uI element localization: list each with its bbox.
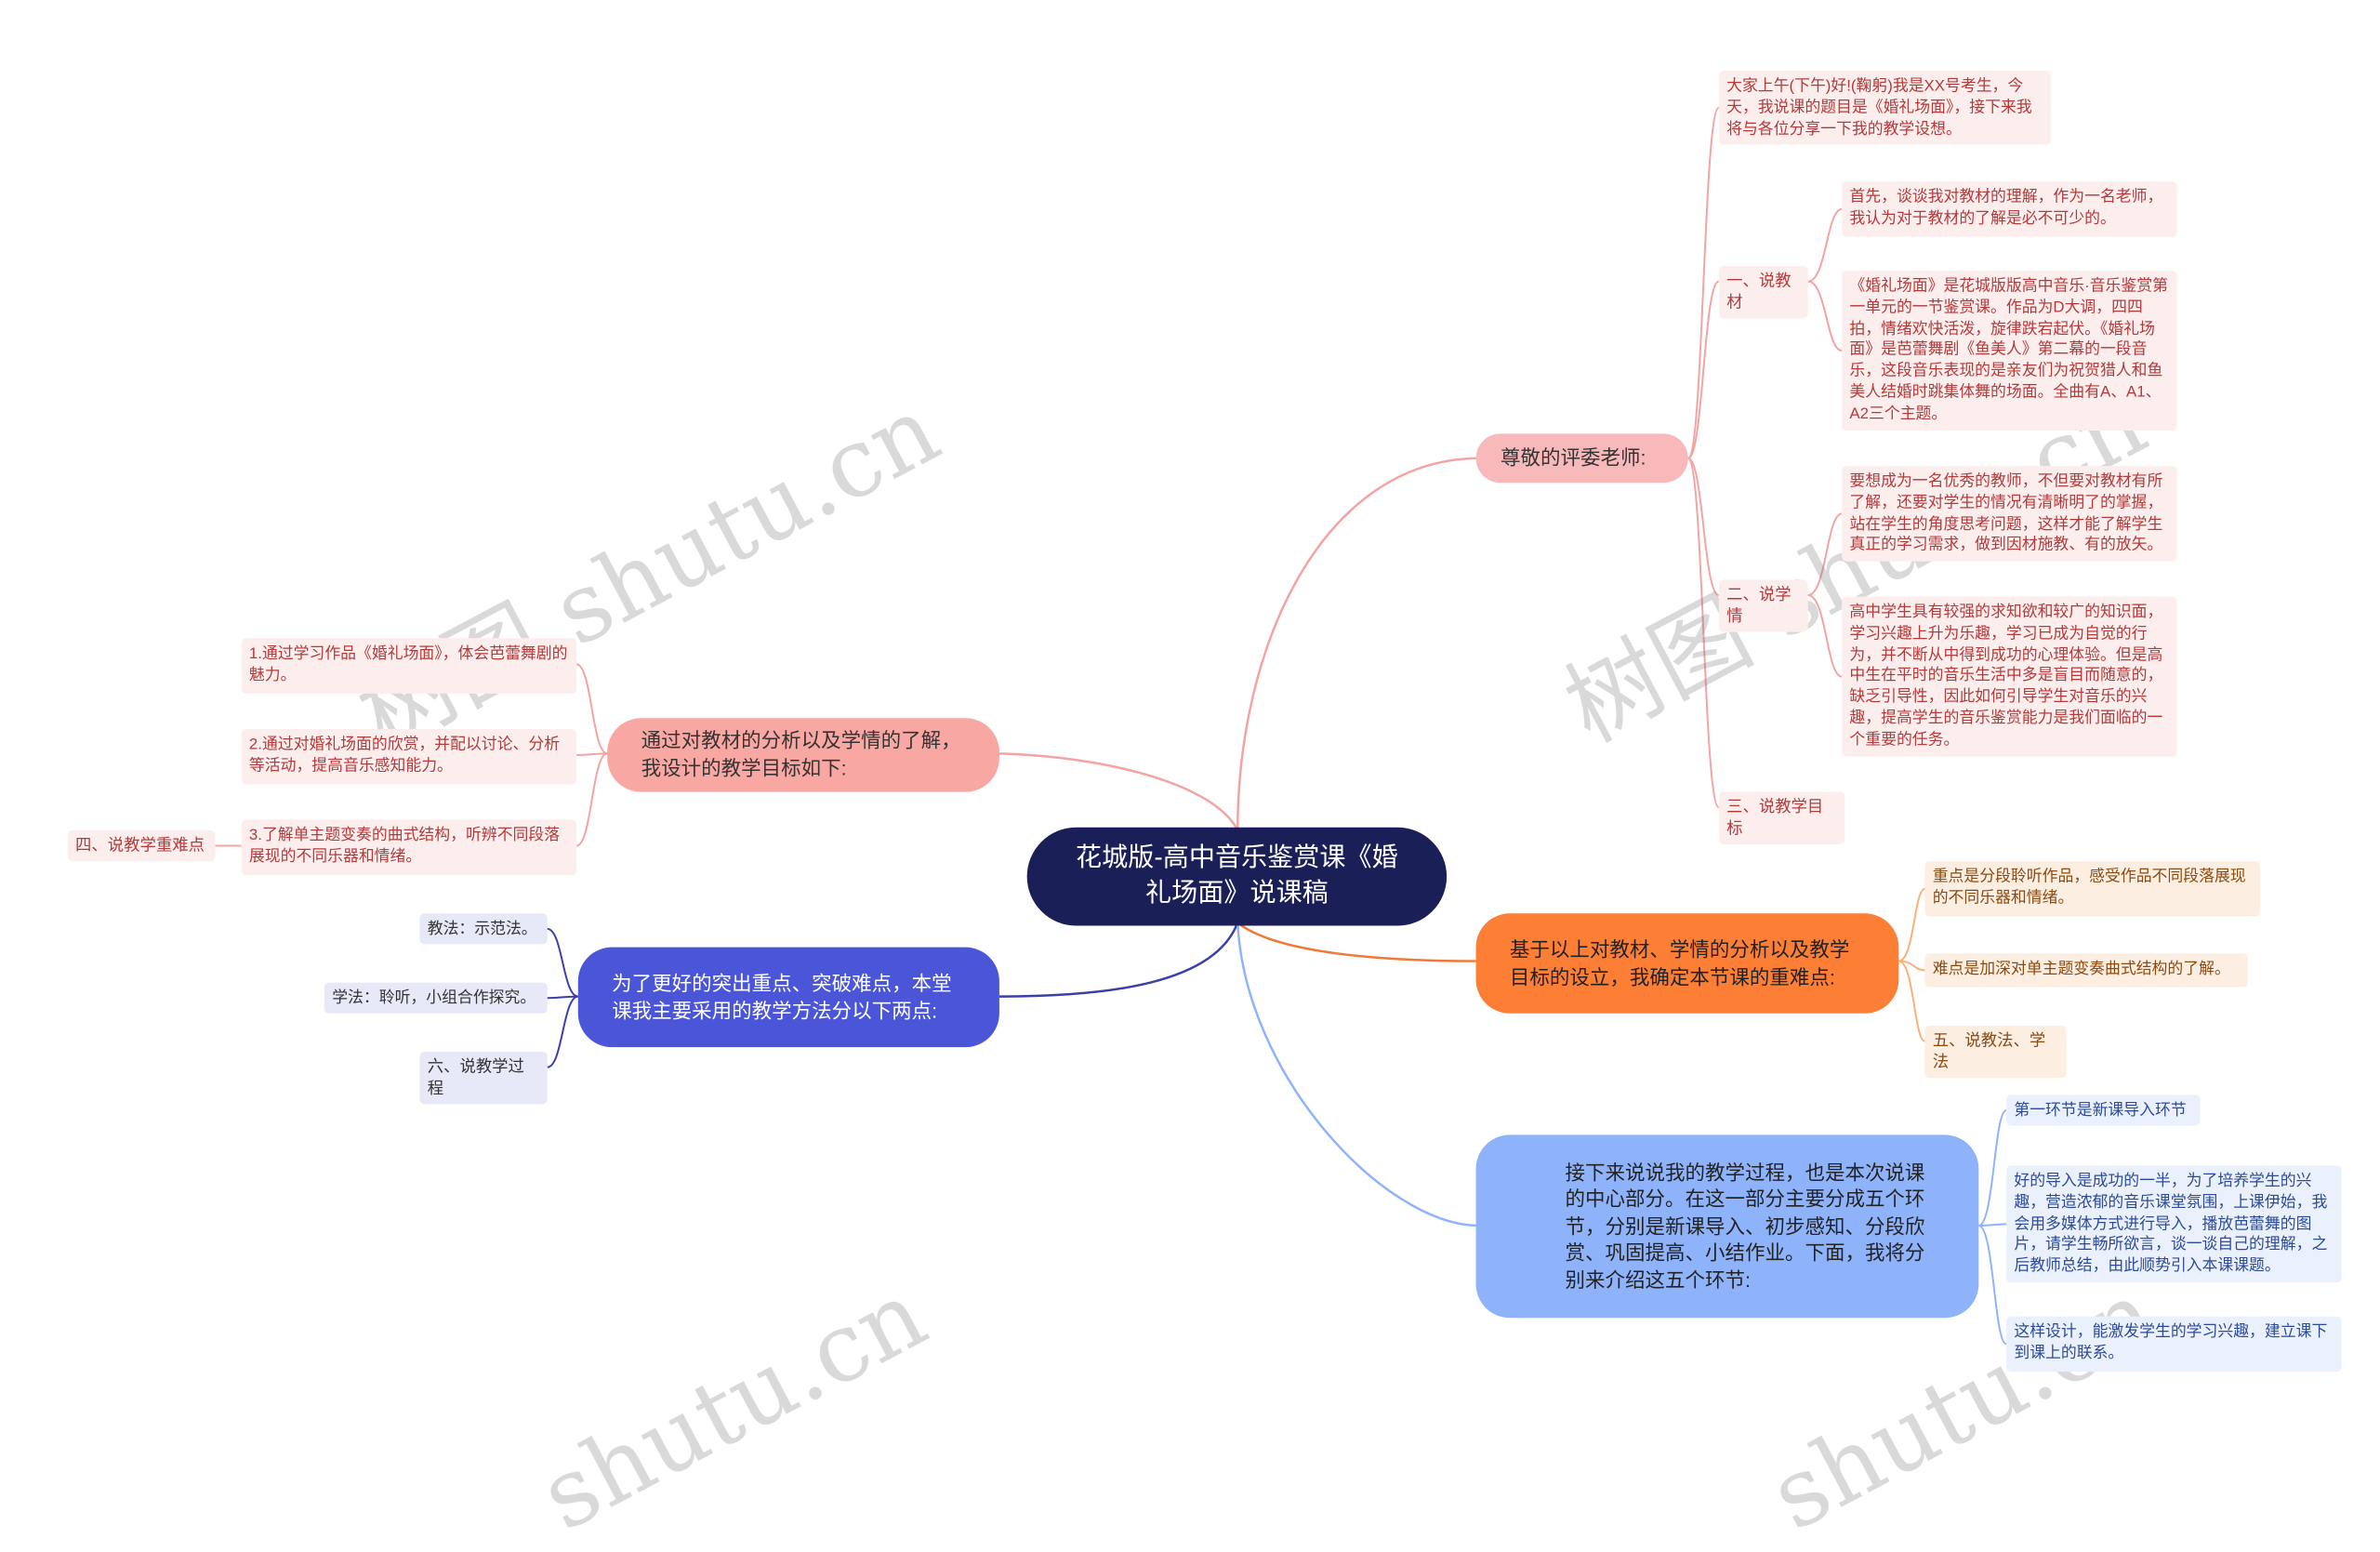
- key-point-note[interactable]: 重点是分段聆听作品，感受作品不同段落展现的不同乐器和情绪。: [1924, 861, 2260, 917]
- goal-3[interactable]: 3.了解单主题变奏的曲式结构，听辨不同段落展现的不同乐器和情绪。: [241, 819, 577, 875]
- branch-teaching-process[interactable]: 接下来说说我的教学过程，也是本次说课的中心部分。在这一部分主要分成五个环节，分别…: [1475, 1134, 1979, 1319]
- students-note-1[interactable]: 要想成为一名优秀的教师，不但要对教材有所了解，还要对学生的情况有清晰明了的掌握，…: [1842, 466, 2177, 562]
- section-keypoints-label[interactable]: 四、说教学重难点: [67, 829, 216, 862]
- root-topic[interactable]: 花城版-高中音乐鉴赏课《婚礼场面》说课稿: [1026, 827, 1448, 926]
- step-1-note[interactable]: 好的导入是成功的一半，为了培养学生的兴趣，营造浓郁的音乐课堂氛围，上课伊始，我会…: [2006, 1165, 2342, 1283]
- connector-lines: [215, 106, 2008, 1346]
- textbook-note-1[interactable]: 首先，谈谈我对教材的理解，作为一名老师，我认为对于教材的了解是必不可少的。: [1842, 181, 2177, 237]
- mind-map: 树图 shutu.cn 树图 shutu.cn shutu.cn shutu.c…: [67, 71, 2342, 1552]
- step-1-title[interactable]: 第一环节是新课导入环节: [2006, 1094, 2201, 1126]
- section-goals-label[interactable]: 三、说教学目标: [1718, 791, 1845, 845]
- textbook-note-2[interactable]: 《婚礼场面》是花城版版高中音乐·音乐鉴赏第一单元的一节鉴赏课。作品为D大调，四四…: [1842, 271, 2177, 431]
- section-students-label[interactable]: 二、说学情: [1718, 579, 1808, 633]
- branch-greeting[interactable]: 尊敬的评委老师:: [1475, 433, 1688, 484]
- goal-2[interactable]: 2.通过对婚礼场面的欣赏，并配以讨论、分析等活动，提高音乐感知能力。: [241, 728, 577, 785]
- branch-teaching-goals[interactable]: 通过对教材的分析以及学情的了解，我设计的教学目标如下:: [607, 718, 999, 792]
- goal-1[interactable]: 1.通过学习作品《婚礼场面》，体会芭蕾舞剧的魅力。: [241, 638, 577, 694]
- method-teaching[interactable]: 教法：示范法。: [419, 913, 548, 945]
- branch-teaching-methods[interactable]: 为了更好的突出重点、突破难点，本堂课我主要采用的教学方法分以下两点:: [577, 947, 999, 1048]
- method-learning[interactable]: 学法：聆听，小组合作探究。: [324, 982, 548, 1014]
- intro-note[interactable]: 大家上午(下午)好!(鞠躬)我是XX号考生，今天，我说课的题目是《婚礼场面》，接…: [1718, 71, 2052, 145]
- section-process-label[interactable]: 六、说教学过程: [419, 1052, 548, 1105]
- step-1-design[interactable]: 这样设计，能激发学生的学习兴趣，建立课下到课上的联系。: [2006, 1316, 2342, 1373]
- branch-key-difficult[interactable]: 基于以上对教材、学情的分析以及教学目标的设立，我确定本节课的重难点:: [1475, 913, 1899, 1014]
- section-textbook-label[interactable]: 一、说教材: [1718, 266, 1808, 319]
- section-methods-label[interactable]: 五、说教法、学法: [1924, 1026, 2067, 1079]
- students-note-2[interactable]: 高中学生具有较强的求知欲和较广的知识面，学习兴趣上升为乐趣，学习已成为自觉的行为…: [1842, 596, 2177, 757]
- difficult-point-note[interactable]: 难点是加深对单主题变奏曲式结构的了解。: [1924, 953, 2248, 988]
